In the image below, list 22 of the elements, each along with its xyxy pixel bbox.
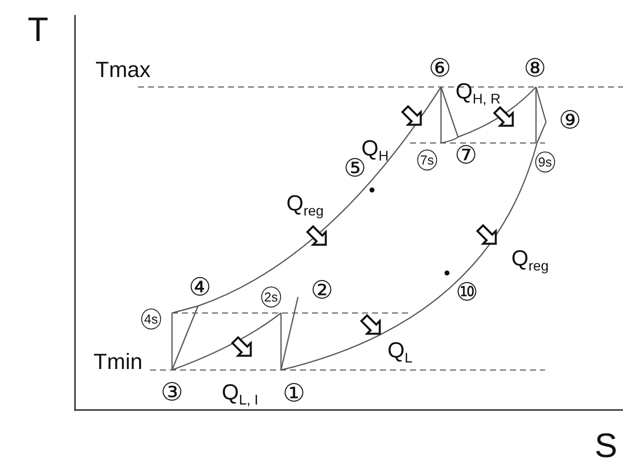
state-number: 4s (141, 308, 161, 330)
axis-label: S (594, 429, 618, 461)
state-number: ⑦ (454, 142, 478, 168)
state-number: 2s (261, 286, 281, 308)
state-number: ③ (160, 380, 184, 404)
state-number: 9s (535, 152, 555, 172)
state-number: ⑥ (428, 56, 452, 80)
state-number: ① (282, 380, 306, 406)
heat-label: Q$_{L}$ (388, 339, 412, 365)
state-number: ⑨ (558, 108, 582, 132)
state-number: 7s (417, 150, 437, 170)
axis-label: T (28, 13, 48, 47)
axis-label: Tmin (94, 351, 142, 373)
heat-label: Q$_{reg}$ (511, 247, 549, 273)
state-number: ② (310, 278, 334, 302)
heat-label: Q$_{reg}$ (286, 192, 324, 218)
state-number: ⑧ (524, 56, 546, 80)
state-number: ⑤ (344, 156, 366, 180)
state-number: ⑩ (456, 280, 478, 304)
state-number: ④ (188, 274, 212, 300)
heat-label: Q$_{L, I}$ (222, 381, 258, 407)
axis-label: Tmax (96, 59, 150, 81)
